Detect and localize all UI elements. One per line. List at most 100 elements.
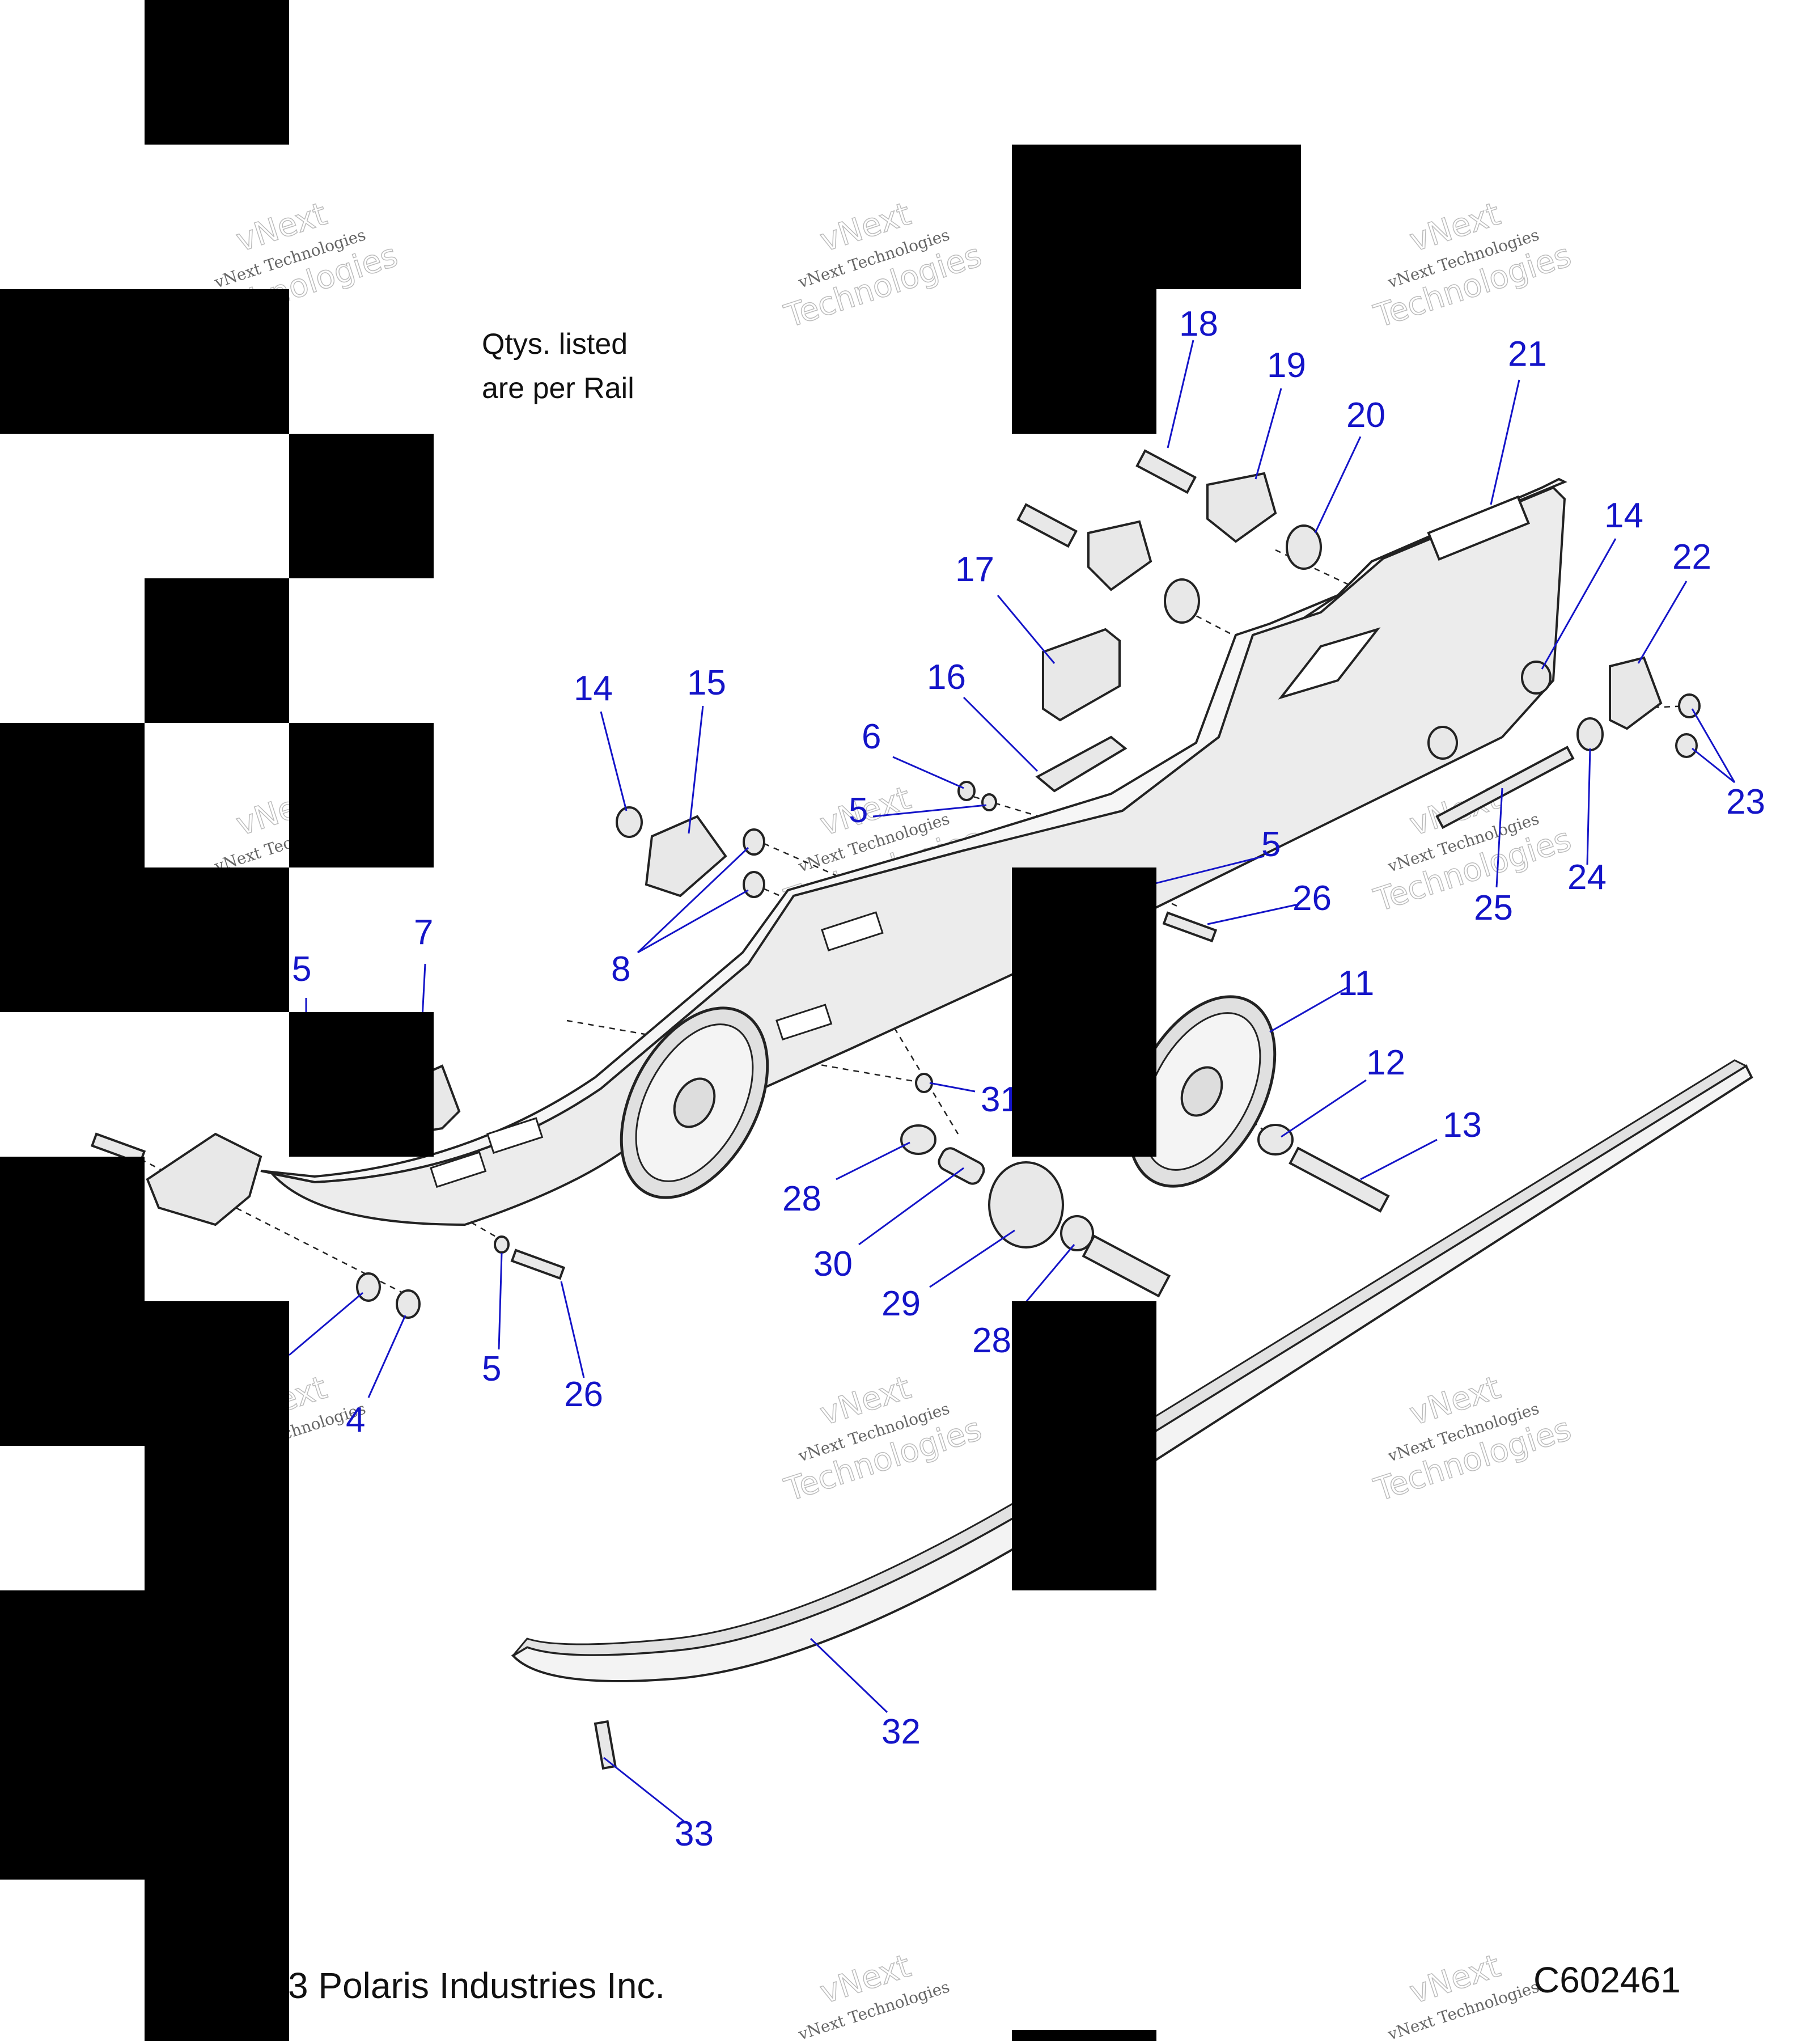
stop-16 bbox=[1035, 735, 1128, 793]
callout-18: 18 bbox=[1179, 304, 1218, 344]
callout-21: 21 bbox=[1508, 335, 1547, 374]
callout-25: 25 bbox=[1474, 888, 1513, 928]
watermark: vNext vNext Technologies Technologies bbox=[1369, 195, 1576, 336]
nut-14 bbox=[1521, 661, 1552, 695]
bushing-8 bbox=[743, 871, 765, 898]
assembly-guide-line bbox=[101, 1139, 414, 1300]
leader-line bbox=[1254, 388, 1282, 480]
callout-30: 30 bbox=[813, 1245, 853, 1284]
watermark: vNext vNext Technologies bbox=[795, 1947, 952, 2044]
leader-line bbox=[1150, 855, 1265, 886]
leader-line bbox=[1281, 1079, 1367, 1138]
callout-15: 15 bbox=[687, 663, 726, 703]
leader-line bbox=[1495, 788, 1503, 888]
washer-5 bbox=[494, 1235, 510, 1254]
redaction-block bbox=[1012, 2030, 1156, 2041]
quantity-note-line-2: are per Rail bbox=[482, 372, 634, 405]
callout-17: 17 bbox=[955, 550, 994, 589]
redaction-blocks bbox=[0, 0, 1301, 2041]
leader-line bbox=[498, 1252, 503, 1350]
callout-26: 26 bbox=[1292, 879, 1332, 918]
quantity-note-line-1: Qtys. listed bbox=[482, 328, 628, 361]
bolt bbox=[1016, 503, 1078, 548]
washer-6 bbox=[957, 781, 976, 801]
leader-line bbox=[809, 1637, 888, 1713]
leader-line bbox=[963, 696, 1039, 772]
screw-23 bbox=[1675, 733, 1698, 758]
leader-line bbox=[858, 1167, 964, 1246]
spacer-block bbox=[1087, 520, 1152, 591]
figure-id: C602461 bbox=[1533, 1960, 1681, 2000]
assembly-guide-line bbox=[566, 1019, 925, 1084]
leader-line bbox=[637, 889, 749, 954]
callout-5: 5 bbox=[1261, 825, 1281, 864]
callout-5: 5 bbox=[292, 950, 311, 989]
leader-line bbox=[688, 705, 704, 834]
hardware-parts bbox=[90, 449, 1701, 1770]
redaction-block bbox=[289, 1012, 434, 1157]
spacer-24 bbox=[1576, 717, 1604, 751]
nut bbox=[1427, 726, 1458, 760]
redaction-block bbox=[0, 867, 289, 1012]
callout-28: 28 bbox=[782, 1179, 821, 1218]
callout-29: 29 bbox=[881, 1284, 921, 1323]
rail-slot bbox=[775, 1004, 833, 1041]
redaction-block bbox=[1012, 289, 1156, 434]
bolt-26 bbox=[1162, 911, 1218, 943]
spacer-block-19 bbox=[1206, 472, 1277, 543]
bushing-20 bbox=[1286, 524, 1322, 570]
leader-line bbox=[1269, 985, 1350, 1033]
roller-29 bbox=[988, 1161, 1064, 1249]
leader-line bbox=[872, 804, 987, 818]
redaction-block bbox=[1012, 867, 1156, 1157]
leader-line bbox=[892, 756, 964, 789]
callout-11: 11 bbox=[1338, 964, 1374, 1003]
rail-slot bbox=[430, 1151, 487, 1188]
quantity-note: Qtys. listed are per Rail bbox=[482, 322, 634, 411]
leader-line bbox=[997, 595, 1056, 664]
callout-22: 22 bbox=[1672, 538, 1711, 577]
rail-slot bbox=[821, 911, 884, 952]
callout-labels: 18 19 20 21 14 22 17 16 14 15 6 5 5 26 2… bbox=[292, 304, 1765, 1853]
leader-line bbox=[1692, 747, 1735, 784]
nut-14 bbox=[616, 806, 643, 838]
bolt bbox=[1082, 1234, 1171, 1298]
callout-26: 26 bbox=[564, 1375, 603, 1414]
redaction-block bbox=[145, 0, 289, 145]
callout-13: 13 bbox=[1443, 1106, 1482, 1145]
bolt-18 bbox=[1135, 449, 1197, 494]
watermark: vNext vNext Technologies Technologies bbox=[779, 1369, 986, 1509]
screw-23 bbox=[1678, 693, 1701, 718]
bolt-26 bbox=[510, 1249, 566, 1280]
bolt-25 bbox=[1435, 746, 1575, 830]
redaction-block bbox=[289, 434, 434, 578]
screw-31 bbox=[915, 1073, 933, 1093]
callout-16: 16 bbox=[927, 658, 966, 697]
leader-line bbox=[1490, 379, 1520, 505]
bracket-22 bbox=[1609, 656, 1663, 730]
leader-line bbox=[1541, 538, 1617, 670]
rail-slot bbox=[486, 1117, 544, 1154]
callout-19: 19 bbox=[1267, 346, 1306, 385]
leader-line bbox=[929, 1229, 1015, 1288]
leader-line bbox=[637, 847, 749, 954]
bushing-4 bbox=[396, 1289, 421, 1319]
callout-8: 8 bbox=[611, 950, 630, 989]
redaction-block bbox=[1012, 145, 1301, 289]
bushing-8 bbox=[743, 828, 765, 856]
leader-line bbox=[367, 1315, 406, 1398]
redaction-block bbox=[0, 723, 145, 867]
leader-line bbox=[836, 1141, 910, 1180]
callout-7: 7 bbox=[414, 913, 433, 952]
watermark: vNext vNext Technologies Technologies bbox=[779, 195, 986, 336]
washer-28 bbox=[1060, 1215, 1094, 1251]
redaction-block bbox=[145, 1446, 289, 1590]
copyright-text: 3 Polaris Industries Inc. bbox=[288, 1965, 666, 2006]
washer-5 bbox=[981, 793, 997, 811]
callout-24: 24 bbox=[1567, 858, 1607, 897]
rail-slot bbox=[1427, 495, 1530, 561]
callout-4: 4 bbox=[346, 1400, 365, 1440]
redaction-block bbox=[0, 1157, 145, 1446]
